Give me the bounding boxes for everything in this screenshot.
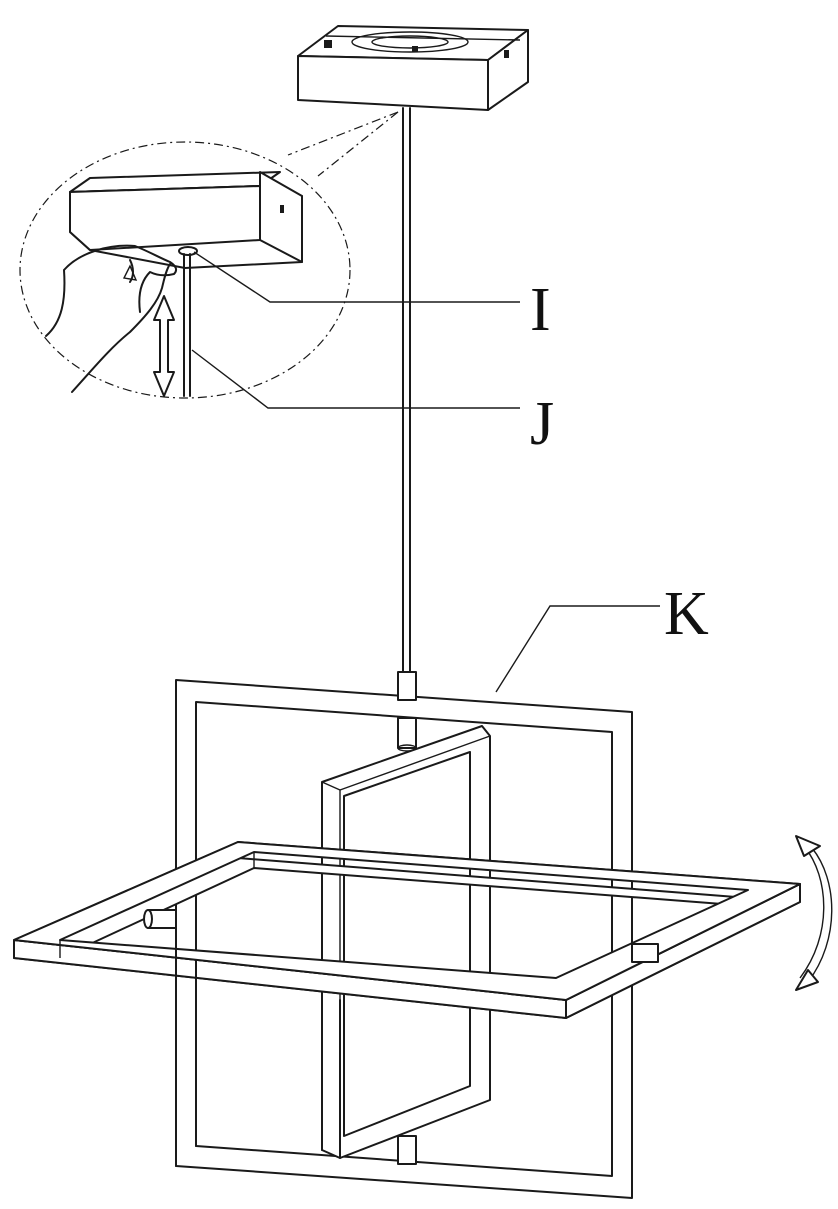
canopy-screw-center (412, 46, 418, 52)
canopy-front-face (297, 55, 489, 111)
magnifier-circle (19, 141, 351, 399)
horizontal-frame (13, 841, 801, 1019)
detail-box-front (69, 185, 261, 251)
pivot-pin-right (631, 943, 659, 963)
leader-line-k (495, 605, 660, 693)
press-arrow-icon (122, 264, 138, 281)
canopy-side-screw (504, 50, 509, 58)
hand-fingers (45, 244, 178, 337)
magnifier-leader-right (317, 111, 399, 177)
canopy-bracket (325, 35, 521, 41)
hand-wrist (71, 263, 171, 393)
label-k: K (664, 580, 709, 648)
leader-line-j (191, 349, 520, 409)
suspension-cable (402, 107, 411, 673)
rotating-frame-assembly (13, 671, 801, 1199)
up-down-arrow-icon (153, 295, 175, 397)
cable-gripper-button (178, 246, 198, 256)
canopy-mount-plate (351, 31, 469, 53)
top-connector (397, 671, 417, 752)
label-i: I (530, 276, 551, 344)
rotation-arrow-icon (795, 835, 833, 991)
label-j: J (530, 390, 554, 458)
leader-line-i (193, 251, 520, 303)
ceiling-canopy (297, 25, 529, 111)
magnifier-leader-left (287, 111, 399, 156)
detail-callout (19, 111, 520, 409)
canopy-mount-ring (371, 35, 449, 49)
detail-box-screw (280, 205, 284, 213)
bottom-connector (397, 1135, 417, 1165)
canopy-screw-left (324, 40, 332, 48)
pivot-pin-left (143, 909, 177, 929)
